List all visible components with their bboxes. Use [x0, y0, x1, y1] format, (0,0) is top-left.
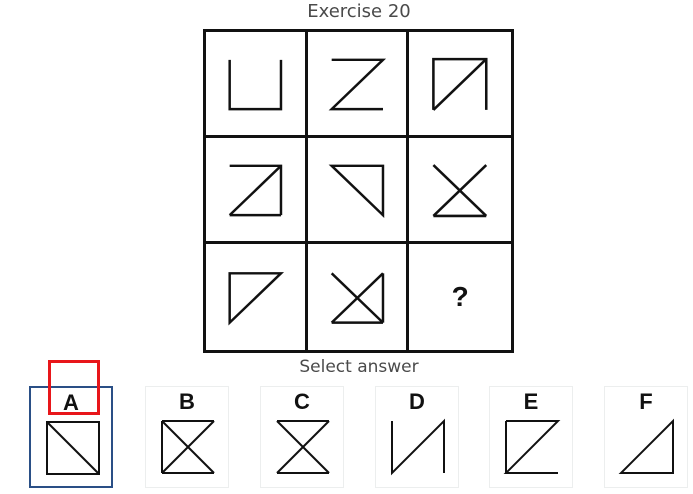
option-d[interactable]: D — [375, 386, 459, 488]
grid-cell-2-2 — [307, 138, 410, 244]
select-answer-label: Select answer — [299, 357, 419, 377]
n-zigzag-figure — [391, 418, 445, 476]
exercise-title: Exercise 20 — [307, 1, 411, 22]
grid-cell-2-1 — [206, 138, 308, 244]
hourglass-x-figure — [432, 164, 488, 218]
hourglass-figure — [276, 420, 330, 474]
grid-cell-3-1 — [206, 244, 308, 350]
question-mark: ? — [451, 281, 469, 312]
option-f-letter: F — [639, 389, 653, 414]
right-triangle-figure — [618, 418, 674, 474]
option-b-letter: B — [179, 389, 195, 414]
grid-cell-1-2 — [307, 32, 410, 138]
square-diagonal-figure — [46, 421, 100, 475]
triangle-bottom-line-figure — [228, 164, 283, 217]
u-shape-figure — [228, 59, 283, 111]
option-a-letter: A — [63, 390, 79, 415]
grid-cell-3-3-missing: ? — [409, 244, 511, 350]
puzzle-grid: ? — [203, 29, 514, 353]
grid-cell-3-2 — [308, 244, 410, 350]
option-c[interactable]: C — [260, 386, 344, 488]
grid-cell-1-3 — [409, 32, 511, 138]
option-c-letter: C — [294, 389, 310, 414]
triangle-left-edge-figure — [228, 272, 285, 326]
option-f[interactable]: F — [604, 386, 688, 488]
grid-cell-2-3 — [409, 138, 511, 244]
box-diagonal-figure — [432, 57, 488, 111]
triangle-down-figure — [328, 164, 384, 219]
option-e[interactable]: E — [489, 386, 573, 488]
selection-highlight — [48, 360, 100, 415]
option-d-letter: D — [409, 389, 425, 414]
square-x-figure — [161, 420, 215, 474]
box-x-figure — [330, 272, 384, 324]
option-e-letter: E — [523, 389, 539, 414]
grid-cell-1-1 — [206, 32, 308, 138]
option-b[interactable]: B — [145, 386, 229, 488]
z-open-figure — [503, 420, 561, 474]
z-shape-figure — [328, 58, 386, 111]
